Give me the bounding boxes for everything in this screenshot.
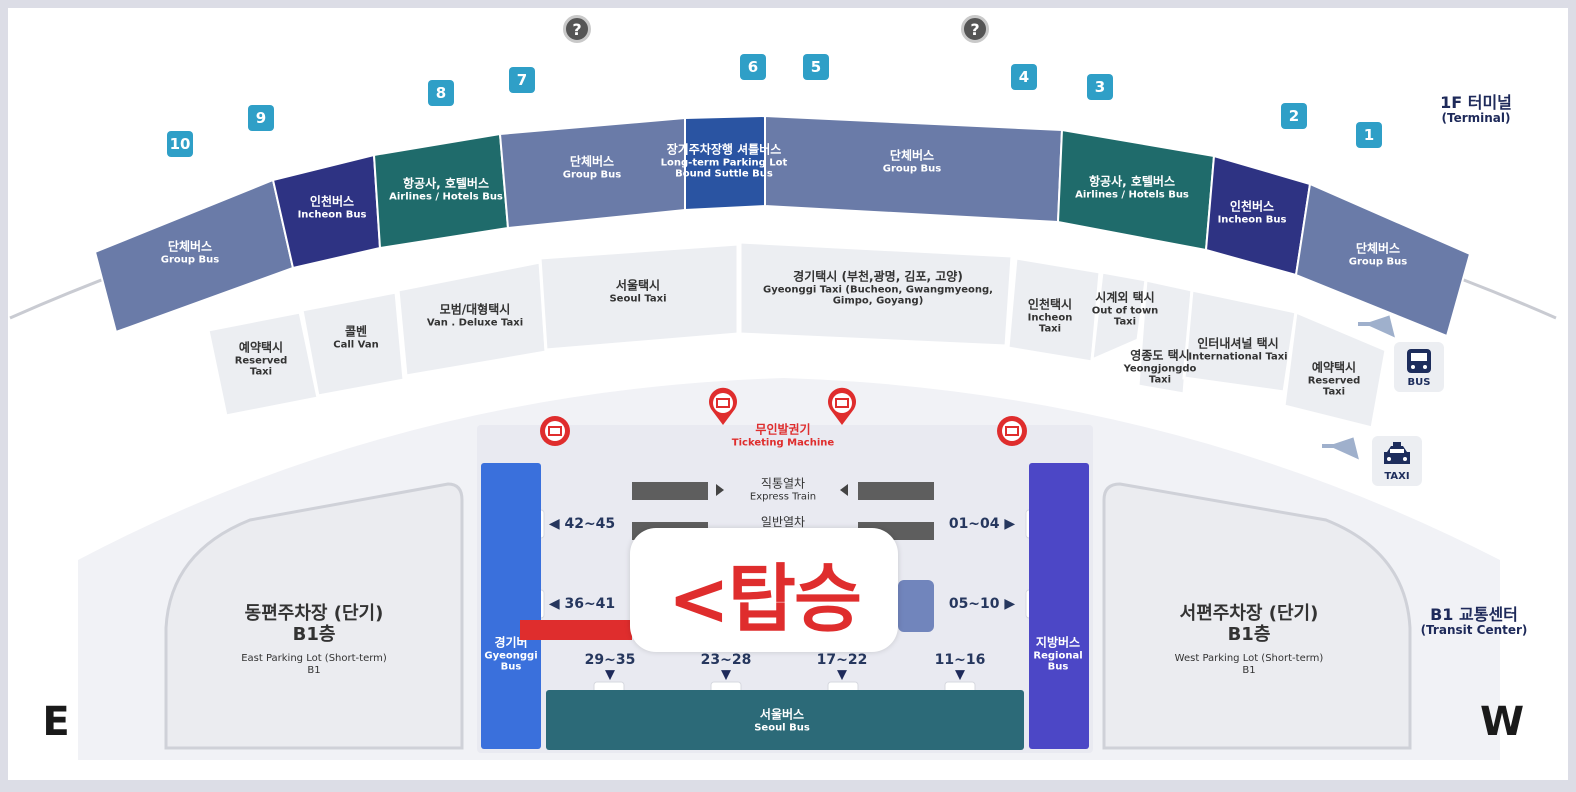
gyeonggi-bus-zone (481, 463, 541, 749)
east-parking-label: 동편주차장 (단기) B1층 East Parking Lot (Short-t… (241, 602, 387, 676)
taxi-zone (300, 290, 406, 398)
platform-range-label: 23~28 (700, 652, 752, 668)
platform-range-label: 11~16 (934, 652, 986, 668)
gate-7-badge: 7 (509, 67, 535, 93)
regional-bus-zone (1029, 463, 1089, 749)
ticketing-machine-icon (997, 416, 1027, 446)
platform-range-label: ◀ 36~41 (548, 596, 616, 612)
taxi-zone (1090, 270, 1148, 363)
overlay-red-bar (520, 620, 632, 640)
taxi-zone (538, 242, 740, 352)
bus-icon (1407, 349, 1431, 373)
taxi-zone (1006, 256, 1102, 364)
ticketing-machine-pin-icon (828, 387, 856, 425)
taxi-zone (396, 260, 548, 378)
platform-range-label: 17~22 (816, 652, 868, 668)
gate-4-badge: 4 (1011, 64, 1037, 90)
gate-2-badge: 2 (1281, 103, 1307, 129)
taxi-zone (206, 310, 320, 418)
taxi-zone (1282, 309, 1388, 430)
west-direction-label: W (1479, 699, 1525, 745)
bus-zone (1294, 182, 1472, 338)
taxi-arrow (1322, 437, 1359, 460)
bus-arrow (1358, 315, 1395, 338)
ticketing-machine-pin-icon (709, 387, 737, 425)
gate-1-badge: 1 (1356, 122, 1382, 148)
taxi-icon (1384, 442, 1410, 464)
platform-range-label: 05~10 ▶ (948, 596, 1016, 612)
seoul-bus-zone (546, 690, 1024, 750)
taxi-icon-tile[interactable]: TAXI (1372, 436, 1422, 486)
down-arrow-icon: ▼ (605, 667, 615, 683)
transit-level-label: B1 교통센터(Transit Center) (1420, 604, 1528, 638)
platform-range-label: ◀ 42~45 (548, 516, 616, 532)
gate-5-badge: 5 (803, 54, 829, 80)
ticketing-machine-icon (540, 416, 570, 446)
boarding-overlay-text: <탑승 (667, 556, 862, 643)
taxi-zone (1136, 278, 1194, 396)
taxi-zone (1182, 288, 1298, 394)
general-train-label: 일반열차 (760, 515, 806, 530)
east-direction-label: E (42, 699, 70, 745)
bus-icon-tile[interactable]: BUS (1394, 342, 1444, 392)
west-parking-lot (1102, 482, 1412, 750)
west-parking-label: 서편주차장 (단기) B1층 West Parking Lot (Short-t… (1174, 602, 1324, 676)
terminal-level-label: 1F 터미널(Terminal) (1440, 92, 1512, 126)
help-icon[interactable]: ? (563, 15, 591, 43)
bus-icon-label: BUS (1407, 377, 1431, 388)
gate-9-badge: 9 (248, 105, 274, 131)
down-arrow-icon: ▼ (721, 667, 731, 683)
down-arrow-icon: ▼ (955, 667, 965, 683)
taxi-zones (206, 240, 1388, 430)
gate-3-badge: 3 (1087, 74, 1113, 100)
platform-range-label: 01~04 ▶ (948, 516, 1016, 532)
gate-10-badge: 10 (167, 131, 193, 157)
boarding-overlay-box (630, 528, 898, 652)
gate-6-badge: 6 (740, 54, 766, 80)
help-icon[interactable]: ? (961, 15, 989, 43)
taxi-zone (738, 240, 1014, 348)
east-parking-lot (164, 482, 464, 750)
platform-block (898, 580, 934, 632)
bus-zones (93, 114, 1472, 338)
platform-range-label: 29~35 (584, 652, 636, 668)
taxi-icon-label: TAXI (1384, 471, 1410, 482)
down-arrow-icon: ▼ (837, 667, 847, 683)
gate-8-badge: 8 (428, 80, 454, 106)
taxi-zone-label: 경기택시 (부천,광명, 김포, 고양)Gyeonggi Taxi (Buche… (763, 269, 993, 307)
